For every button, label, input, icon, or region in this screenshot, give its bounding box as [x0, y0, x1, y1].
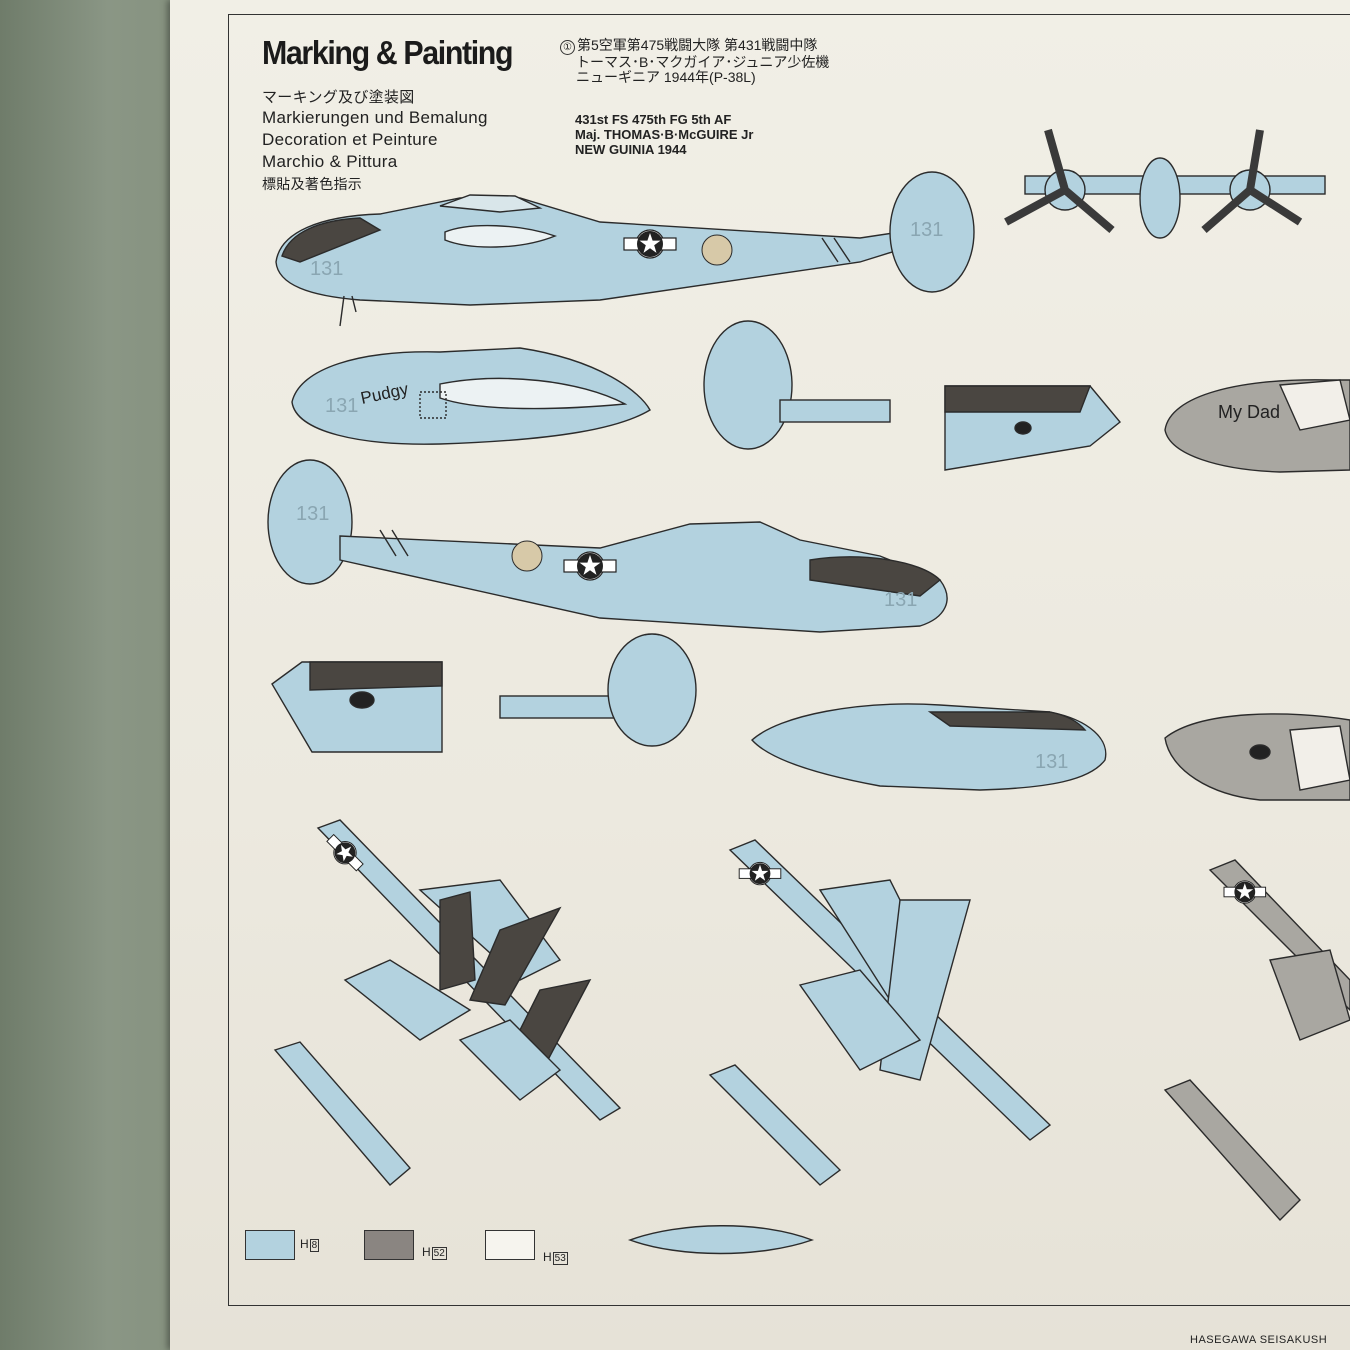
- top-view-3: [1163, 859, 1350, 1222]
- tail-code-gondola: 131: [325, 395, 358, 417]
- en-line-2: Maj. THOMAS·B·McGUIRE Jr: [575, 127, 754, 142]
- jp-line-3: ニューギニア 1944年(P-38L): [576, 69, 756, 85]
- tail-code-fin-1: 131: [910, 219, 943, 241]
- engine-nacelle-view-1: [944, 385, 1121, 471]
- tail-code-fin-2: 131: [296, 503, 329, 525]
- gondola-view-right: [1164, 379, 1350, 473]
- tail-code-3: 131: [1035, 751, 1068, 773]
- subtitle-it: Marchio & Pittura: [262, 152, 398, 171]
- tail-code-2: 131: [884, 589, 917, 611]
- gondola-view-2: [751, 703, 1107, 791]
- subtitle-jp: マーキング及び塗装図: [262, 89, 415, 106]
- jp-line-1: 第5空軍第475戦闘大隊 第431戦闘中隊: [577, 37, 818, 53]
- subtitle-de: Markierungen und Bemalung: [262, 108, 488, 127]
- color-swatch-white: [485, 1230, 535, 1260]
- tail-view-2: [499, 633, 697, 747]
- nose-art-emblem: [701, 234, 733, 266]
- nose-art-my-dad: My Dad: [1218, 402, 1280, 422]
- side-view-left-1: [275, 171, 975, 327]
- page-title: Marking & Painting: [262, 34, 513, 71]
- gondola-view-1: [291, 347, 651, 445]
- front-view: [1004, 128, 1326, 239]
- tail-code-1: 131: [310, 258, 343, 280]
- tail-view-1: [703, 320, 891, 450]
- jp-line-2: トーマス･B･マクガイア･ジュニア少佐機: [576, 54, 830, 70]
- color-swatch-light-blue: [245, 1230, 295, 1260]
- manufacturer-footer: HASEGAWA SEISAKUSH: [1190, 1334, 1328, 1346]
- en-line-3: NEW GUINIA 1944: [575, 142, 687, 157]
- subtitle-fr: Decoration et Peinture: [262, 130, 438, 149]
- aircraft-number: ①: [560, 40, 575, 55]
- side-view-right-2: [267, 459, 948, 633]
- aircraft-info-en: 431st FS 475th FG 5th AF Maj. THOMAS·B·M…: [575, 112, 753, 157]
- drop-tank-view: [627, 1225, 815, 1255]
- nose-art-emblem-2: [511, 540, 543, 572]
- subtitle-cn: 標貼及著色指示: [262, 176, 363, 192]
- sheet-frame: [228, 14, 1350, 1306]
- color-swatch-olive: [364, 1230, 414, 1260]
- engine-nacelle-view-2: [271, 661, 443, 753]
- en-line-1: 431st FS 475th FG 5th AF: [575, 112, 732, 127]
- top-view-2: [708, 839, 1052, 1186]
- top-view-1: [273, 819, 622, 1186]
- nacelle-view-right: [1164, 713, 1350, 801]
